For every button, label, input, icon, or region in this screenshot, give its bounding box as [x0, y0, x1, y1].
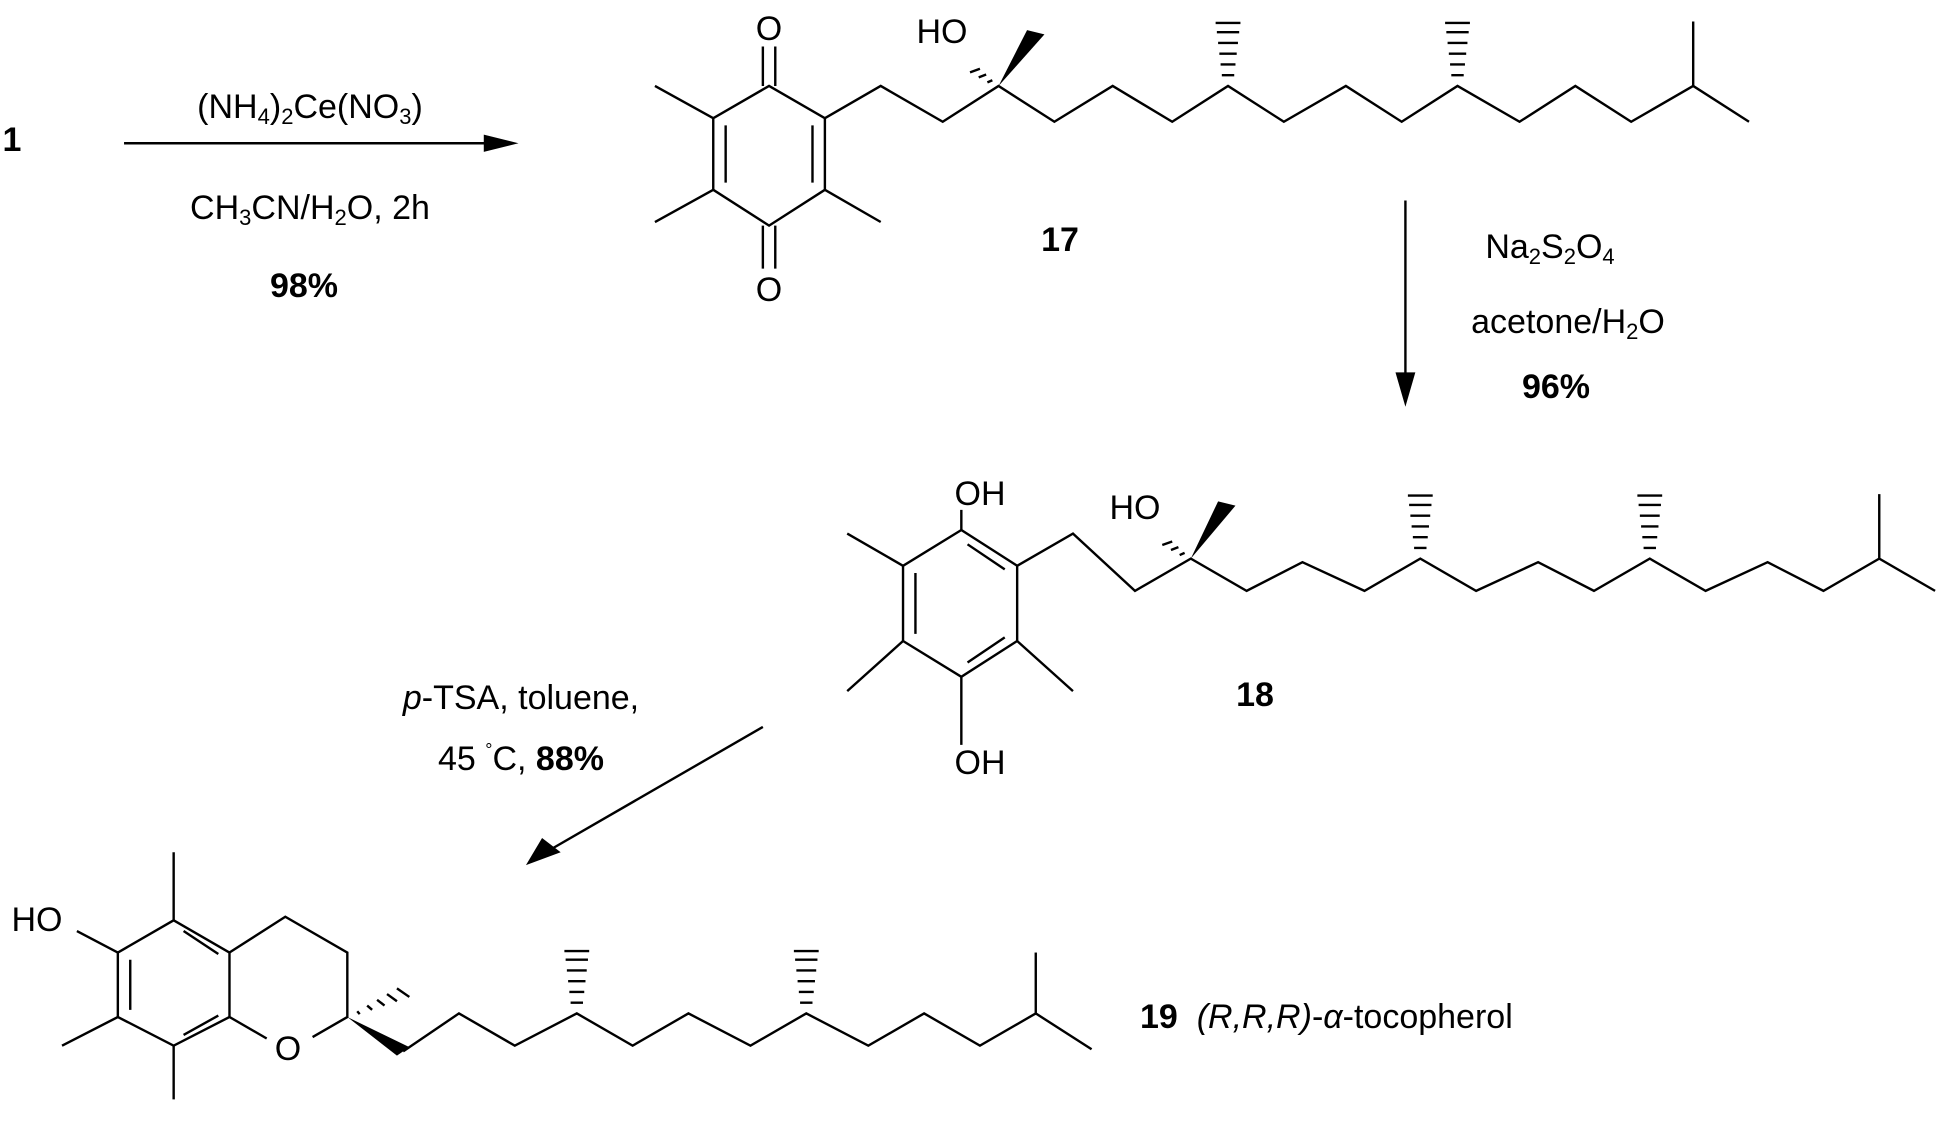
- arrow-step3: [525, 727, 763, 866]
- atom-o-19-ring: O: [274, 1030, 302, 1068]
- compound-18-label: 18: [1236, 676, 1274, 714]
- compound-19-caption: 19 (R,R,R)-α-tocopherol: [1140, 1000, 1513, 1034]
- compound-19-label: 19: [1140, 998, 1178, 1036]
- compound-17-structure: [655, 21, 1749, 268]
- step3-yield: 88%: [535, 740, 604, 778]
- step2-reagent: Na2S2O4: [1485, 228, 1615, 269]
- step2-yield: 96%: [1521, 368, 1591, 406]
- compound-19-name: (R,R,R)-α-tocopherol: [1196, 998, 1513, 1036]
- atom-oh-18-bottom: OH: [954, 744, 1006, 782]
- atom-ho-19: HO: [11, 901, 63, 939]
- atom-o-17-bottom: O: [755, 271, 783, 309]
- compound-1-label: 1: [2, 121, 22, 159]
- atom-o-17-top: O: [755, 10, 783, 48]
- arrow-step1: [124, 134, 519, 152]
- step1-reagent: (NH4)2Ce(NO3): [197, 88, 423, 129]
- atom-oh-18-top: OH: [954, 475, 1006, 513]
- atom-ho-17: HO: [916, 13, 968, 51]
- arrow-step2: [1395, 201, 1416, 407]
- compound-19-structure: [62, 852, 1092, 1099]
- step1-conditions: CH3CN/H2O, 2h: [190, 189, 430, 230]
- step3-reagent: p-TSA, toluene,: [402, 679, 640, 717]
- compound-17-label: 17: [1041, 221, 1079, 259]
- step2-conditions: acetone/H2O: [1471, 303, 1665, 344]
- compound-18-structure: [847, 494, 1935, 745]
- step1-yield: 98%: [269, 267, 339, 305]
- step3-conditions: 45 °C, 88%: [438, 740, 604, 778]
- atom-ho-18: HO: [1109, 489, 1161, 527]
